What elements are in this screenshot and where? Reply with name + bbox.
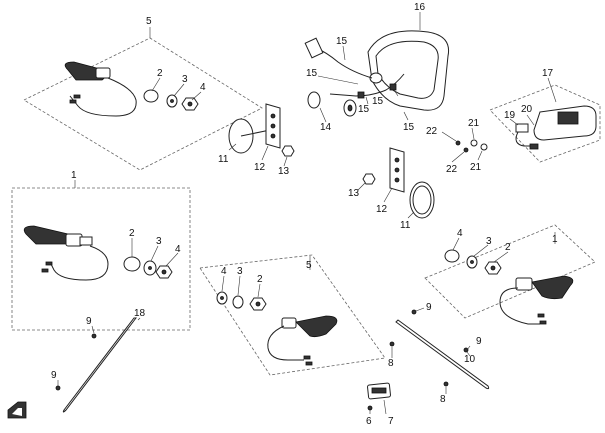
- callout-labels: 5 2 3 4 1 2 3 4 5 4 3 2 1 4 3 2 16 15 15…: [51, 2, 558, 427]
- callout-c21: 15: [372, 96, 384, 107]
- callout-c6: 2: [129, 228, 135, 239]
- callout-c12: 2: [257, 274, 263, 285]
- reflector-bracket-set-upper: [228, 103, 295, 157]
- callout-c38: 9: [86, 316, 92, 327]
- callout-c7: 3: [156, 236, 162, 247]
- callout-c1: 5: [146, 16, 152, 27]
- callout-c25: 12: [254, 162, 266, 173]
- callout-c28: 19: [504, 110, 516, 121]
- turn-signal-assembly-mid-left: [23, 225, 173, 281]
- callout-c16: 2: [505, 242, 511, 253]
- callout-c43: 10: [464, 354, 476, 365]
- callout-c13: 1: [552, 234, 558, 245]
- callout-c37: 18: [134, 308, 146, 319]
- group-box-rear-left-5: [199, 254, 386, 376]
- plate-and-bolt: [367, 382, 391, 411]
- callout-c23: 14: [320, 122, 332, 133]
- group-box-license-light-17: [489, 84, 601, 163]
- callout-c5: 1: [71, 170, 77, 181]
- turn-signal-assembly-right: [444, 249, 574, 325]
- callout-c29: 20: [521, 104, 533, 115]
- callout-c8: 4: [175, 244, 181, 255]
- side-reflector-strips: [55, 309, 490, 413]
- turn-signal-assembly-top-left: [64, 61, 199, 117]
- callout-c46: 7: [388, 416, 394, 427]
- callout-c34: 13: [348, 188, 360, 199]
- turn-signal-assembly-bottom-middle: [216, 291, 338, 366]
- front-direction-arrow-icon: [7, 401, 27, 419]
- callout-c15: 3: [486, 236, 492, 247]
- callout-c39: 9: [51, 370, 57, 381]
- callout-c27: 17: [542, 68, 554, 79]
- callout-c44: 8: [440, 394, 446, 405]
- grommet-pair: [307, 91, 357, 117]
- group-box-front-left-1: [11, 187, 191, 331]
- tail-light-assembly: [304, 30, 450, 111]
- callout-c33: 21: [470, 162, 482, 173]
- group-box-front-right-1: [424, 224, 596, 319]
- callout-c45: 6: [366, 416, 372, 427]
- callout-c22: 15: [403, 122, 415, 133]
- callout-c36: 11: [400, 220, 411, 231]
- callout-c10: 4: [221, 266, 227, 277]
- callout-c20: 15: [358, 104, 370, 115]
- license-plate-light: [455, 105, 597, 153]
- callout-c17: 16: [414, 2, 426, 13]
- callout-c9: 5: [306, 260, 312, 271]
- callout-c35: 12: [376, 204, 388, 215]
- callout-c32: 22: [446, 164, 458, 175]
- callout-c42: 9: [476, 336, 482, 347]
- callout-c4: 4: [200, 82, 206, 93]
- callout-c26: 13: [278, 166, 290, 177]
- callout-c40: 9: [426, 302, 432, 313]
- callout-c3: 3: [182, 74, 188, 85]
- group-box-front-left-5: [23, 37, 263, 171]
- callout-c2: 2: [157, 68, 163, 79]
- callout-c41: 8: [388, 358, 394, 369]
- callout-c11: 3: [237, 266, 243, 277]
- callout-c19: 15: [306, 68, 318, 79]
- callout-c14: 4: [457, 228, 463, 239]
- reflector-bracket-set-lower: [362, 147, 435, 219]
- callout-c30: 21: [468, 118, 480, 129]
- callout-c31: 22: [426, 126, 438, 137]
- callout-c18: 15: [336, 36, 348, 47]
- callout-c24: 11: [218, 154, 229, 165]
